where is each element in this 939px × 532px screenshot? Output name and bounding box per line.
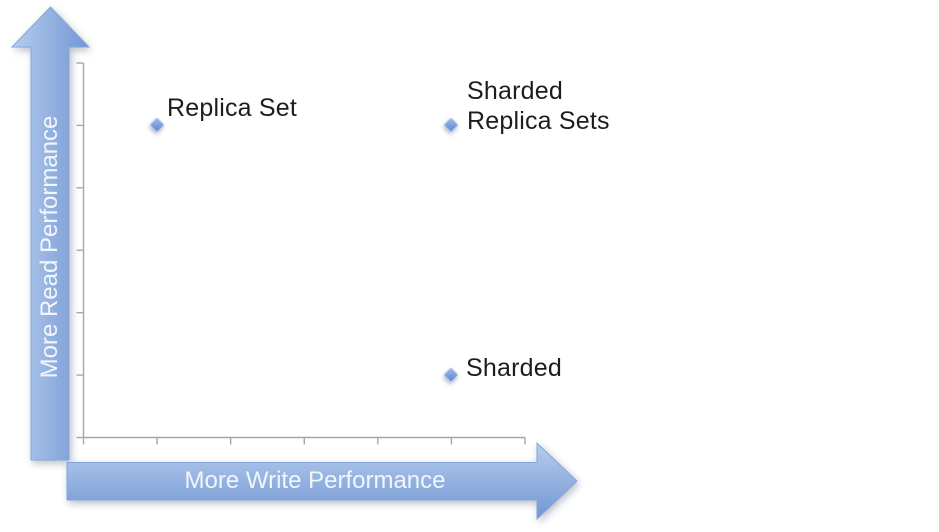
label-sharded: Sharded	[466, 354, 562, 382]
y-axis-label: More Read Performance	[36, 115, 63, 379]
y-axis-up-arrow-icon	[10, 6, 91, 461]
label-sharded-replica-sets: Sharded Replica Sets	[467, 76, 610, 136]
label-line-1: Sharded	[467, 77, 563, 105]
label-line-2: Replica Sets	[467, 107, 610, 135]
x-axis-label: More Write Performance	[184, 467, 446, 494]
x-axis-right-arrow-icon	[66, 441, 578, 521]
label-replica-set: Replica Set	[167, 94, 298, 122]
